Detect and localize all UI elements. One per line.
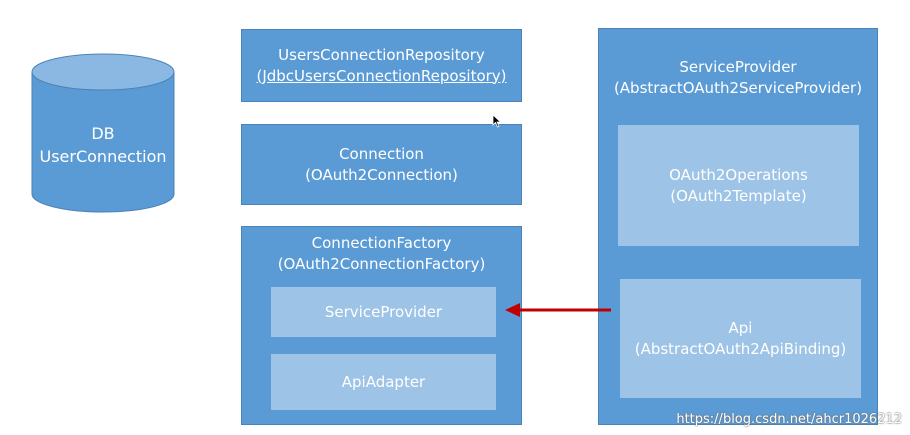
connection-factory-impl: (OAuth2ConnectionFactory) — [277, 255, 486, 273]
factory-service-provider-box: ServiceProvider — [271, 287, 496, 337]
db-label-line1: DB — [91, 124, 115, 143]
oauth2-operations-box: OAuth2Operations (OAuth2Template) — [618, 125, 859, 246]
mouse-cursor-icon — [492, 114, 502, 128]
oauth2-operations-title: OAuth2Operations — [669, 165, 808, 184]
service-provider-impl: (AbstractOAuth2ServiceProvider) — [613, 79, 863, 97]
connection-title: Connection — [339, 144, 424, 163]
users-connection-repository-box: UsersConnectionRepository (JdbcUsersConn… — [241, 29, 522, 102]
api-impl: (AbstractOAuth2ApiBinding) — [634, 339, 847, 358]
connection-impl: (OAuth2Connection) — [305, 165, 458, 184]
arrow-head-icon — [505, 303, 520, 317]
api-adapter-label: ApiAdapter — [341, 372, 426, 391]
api-box: Api (AbstractOAuth2ApiBinding) — [620, 279, 861, 398]
connection-factory-title: ConnectionFactory — [311, 234, 452, 252]
users-repo-impl: (JdbcUsersConnectionRepository) — [256, 66, 507, 85]
watermark: https://blog.csdn.net/ahcr1026212 — [676, 412, 902, 427]
api-adapter-box: ApiAdapter — [271, 354, 496, 410]
service-provider-title: ServiceProvider — [679, 58, 797, 76]
users-repo-title: UsersConnectionRepository — [278, 45, 485, 64]
db-label-line2: UserConnection — [39, 147, 167, 166]
connection-box: Connection (OAuth2Connection) — [241, 124, 522, 205]
oauth2-operations-impl: (OAuth2Template) — [670, 186, 807, 205]
factory-service-provider-label: ServiceProvider — [324, 302, 443, 321]
api-title: Api — [728, 318, 753, 337]
db-label: DB UserConnection — [32, 122, 174, 168]
